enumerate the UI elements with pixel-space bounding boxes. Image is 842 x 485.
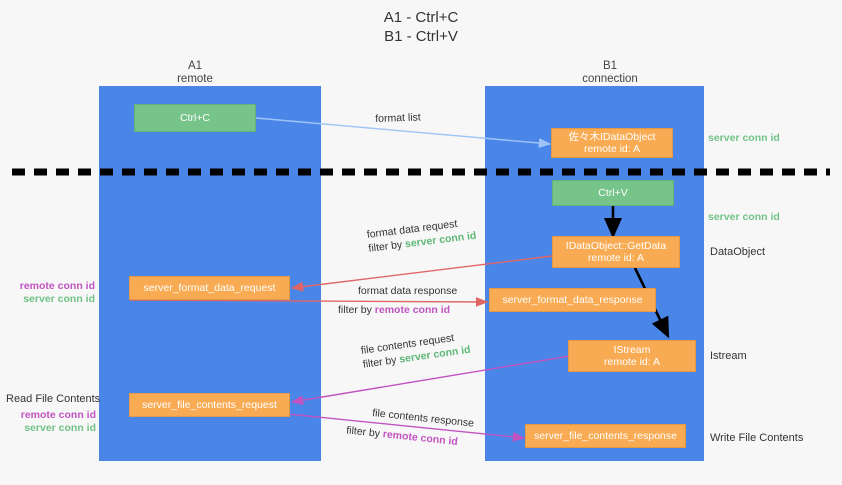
title-line-1: A1 - Ctrl+C xyxy=(383,9,459,26)
box-ctrl-c[interactable]: Ctrl+C xyxy=(134,104,256,132)
box-ctrl-v-label: Ctrl+V xyxy=(598,186,628,199)
box-istream-line2: remote id: A xyxy=(603,356,661,368)
caption-filter-value-remote-1: remote conn id xyxy=(374,304,451,316)
left-label-group-2: Read File Contents remote conn id server… xyxy=(6,393,101,435)
left-label-remote-conn-id-1: remote conn id xyxy=(19,280,95,292)
caption-format-list: format list xyxy=(375,111,421,125)
title-line-2: B1 - Ctrl+V xyxy=(384,28,458,45)
right-label-server-conn-id-1: server conn id xyxy=(708,132,780,144)
box-server-file-contents-response[interactable]: server_file_contents_response xyxy=(525,424,686,448)
arrow-format-data-request xyxy=(290,255,553,292)
box-idataobject-line1: 佐々木IDataObject xyxy=(568,130,656,143)
box-idataobject[interactable]: 佐々木IDataObject remote id: A xyxy=(551,128,673,158)
box-server-format-data-request-label: server_format_data_request xyxy=(143,281,276,294)
lane-header-b1: B1 connection xyxy=(545,60,675,86)
box-istream[interactable]: IStream remote id: A xyxy=(568,340,696,372)
box-idataobject-line2: remote id: A xyxy=(583,143,641,155)
lane-header-a1: A1 remote xyxy=(130,60,260,86)
box-getdata-line1: IDataObject::GetData xyxy=(565,239,667,252)
box-getdata-line2: remote id: A xyxy=(587,252,645,264)
box-server-format-data-response[interactable]: server_format_data_response xyxy=(489,288,656,312)
lane-a1-sub: remote xyxy=(177,73,213,85)
box-istream-line1: IStream xyxy=(613,343,651,356)
lane-a1-name: A1 xyxy=(187,60,203,72)
right-label-dataobject: DataObject xyxy=(710,246,766,258)
arrow-file-contents-request xyxy=(290,355,571,406)
right-label-server-conn-id-2: server conn id xyxy=(708,211,780,223)
arrow-format-data-response xyxy=(129,297,489,307)
box-ctrl-c-label: Ctrl+C xyxy=(179,111,211,124)
caption-format-data-response-filter: filter by remote conn id xyxy=(338,303,457,317)
caption-format-data-response: format data response filter by remote co… xyxy=(338,284,458,317)
left-label-remote-conn-id-2: remote conn id xyxy=(20,409,96,421)
lane-b1-sub: connection xyxy=(582,73,638,85)
box-getdata[interactable]: IDataObject::GetData remote id: A xyxy=(552,236,680,268)
left-label-server-conn-id-1: server conn id xyxy=(23,293,95,305)
diagram-title: A1 - Ctrl+C B1 - Ctrl+V xyxy=(0,8,842,46)
box-ctrl-v[interactable]: Ctrl+V xyxy=(552,180,674,206)
right-label-write-file-contents: Write File Contents xyxy=(710,432,804,444)
lane-b1-name: B1 xyxy=(602,60,618,72)
left-label-read-file-contents: Read File Contents xyxy=(6,393,101,405)
arrow-format-list xyxy=(255,117,552,148)
box-server-format-data-request[interactable]: server_format_data_request xyxy=(129,276,290,300)
caption-format-data-response-text: format data response xyxy=(358,285,458,297)
left-label-group-1: remote conn id server conn id xyxy=(10,280,95,306)
left-label-server-conn-id-2: server conn id xyxy=(24,422,96,434)
box-server-file-contents-request[interactable]: server_file_contents_request xyxy=(129,393,290,417)
box-server-format-data-response-label: server_format_data_response xyxy=(502,293,643,306)
caption-filter-prefix-2: filter by xyxy=(338,304,375,316)
box-server-file-contents-response-label: server_file_contents_response xyxy=(533,429,677,442)
box-server-file-contents-request-label: server_file_contents_request xyxy=(142,398,277,411)
caption-filter-prefix-4: filter by xyxy=(345,424,384,441)
right-label-istream: Istream xyxy=(710,350,747,362)
